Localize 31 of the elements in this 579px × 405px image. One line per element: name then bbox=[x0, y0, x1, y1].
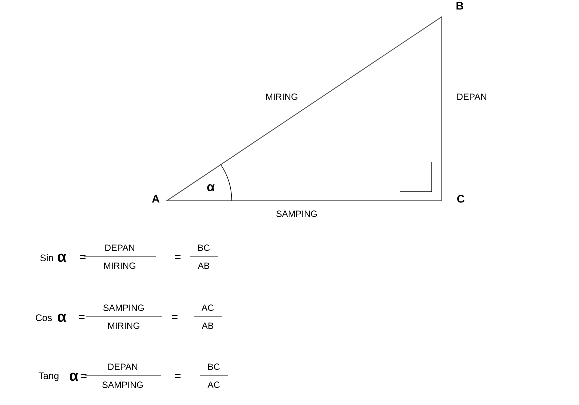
function-name: Sin bbox=[40, 254, 54, 262]
denominator: SAMPING bbox=[102, 382, 144, 388]
side-label: DEPAN bbox=[458, 94, 486, 100]
equals-sign: = bbox=[175, 255, 181, 260]
denominator: AC bbox=[208, 382, 220, 388]
denominator: AB bbox=[198, 262, 210, 270]
numerator: SAMPING bbox=[104, 304, 144, 312]
function-name: Tang bbox=[38, 372, 59, 382]
equals-sign: = bbox=[172, 315, 178, 320]
angle-label: α bbox=[208, 184, 215, 192]
function-name: Cos bbox=[36, 314, 52, 322]
side-label: MIRING bbox=[266, 94, 298, 100]
numerator: DEPAN bbox=[106, 244, 134, 252]
denominator: MIRING bbox=[108, 322, 140, 330]
equals-sign: = bbox=[79, 315, 85, 320]
vertex-label: C bbox=[457, 195, 465, 203]
numerator: AC bbox=[202, 304, 214, 312]
equals-sign: = bbox=[80, 255, 86, 260]
angle-symbol: α bbox=[70, 372, 78, 382]
numerator: DEPAN bbox=[108, 364, 138, 370]
equals-sign: = bbox=[81, 374, 87, 378]
equals-sign: = bbox=[175, 374, 181, 378]
denominator: MIRING bbox=[104, 262, 136, 270]
angle-symbol: α bbox=[58, 254, 66, 262]
vertex-label: A bbox=[152, 195, 160, 203]
side-label: SAMPING bbox=[276, 210, 318, 218]
denominator: AB bbox=[202, 322, 214, 330]
vertex-label: B bbox=[456, 2, 464, 10]
angle-symbol: α bbox=[58, 314, 66, 322]
numerator: BC bbox=[208, 364, 220, 370]
numerator: BC bbox=[198, 244, 210, 252]
